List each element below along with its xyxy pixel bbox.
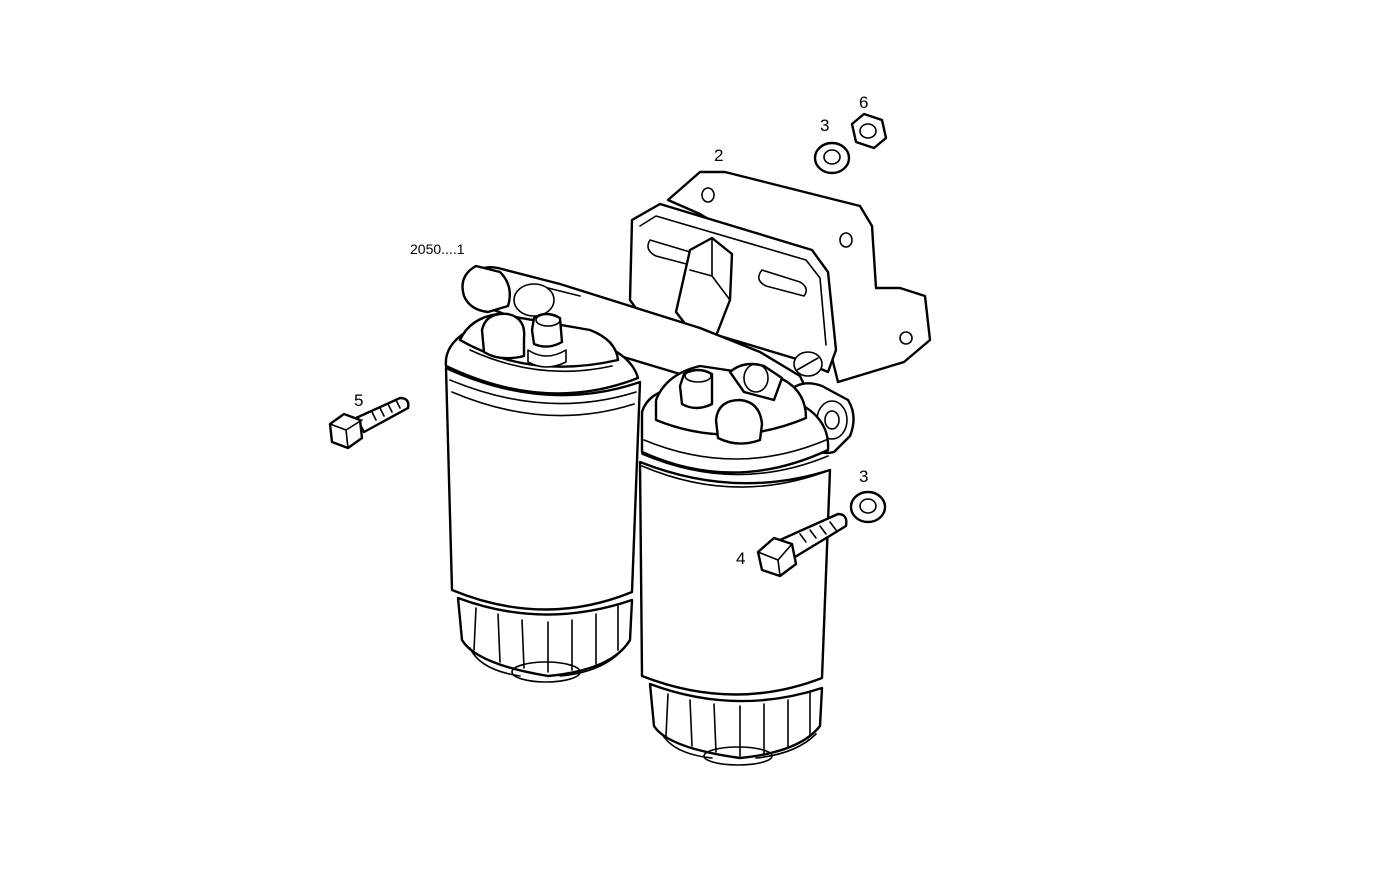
callout-nut-top: 6 <box>859 93 868 112</box>
callout-bolt-left: 5 <box>354 391 363 410</box>
mounting-bracket <box>628 170 932 384</box>
washer-right <box>849 490 887 524</box>
callout-washer-right: 3 <box>859 467 868 486</box>
left-filter-cartridge <box>444 312 642 683</box>
callout-bolt-right: 4 <box>736 549 745 568</box>
nut-top <box>850 112 888 150</box>
washer-top <box>813 141 851 175</box>
right-filter-cartridge <box>638 362 832 766</box>
bolt-right <box>756 512 848 578</box>
bolt-left <box>328 396 410 450</box>
callout-bracket: 2 <box>714 146 723 165</box>
callout-washer-top: 3 <box>820 116 829 135</box>
callout-assembly: 2050....1 <box>410 241 465 257</box>
